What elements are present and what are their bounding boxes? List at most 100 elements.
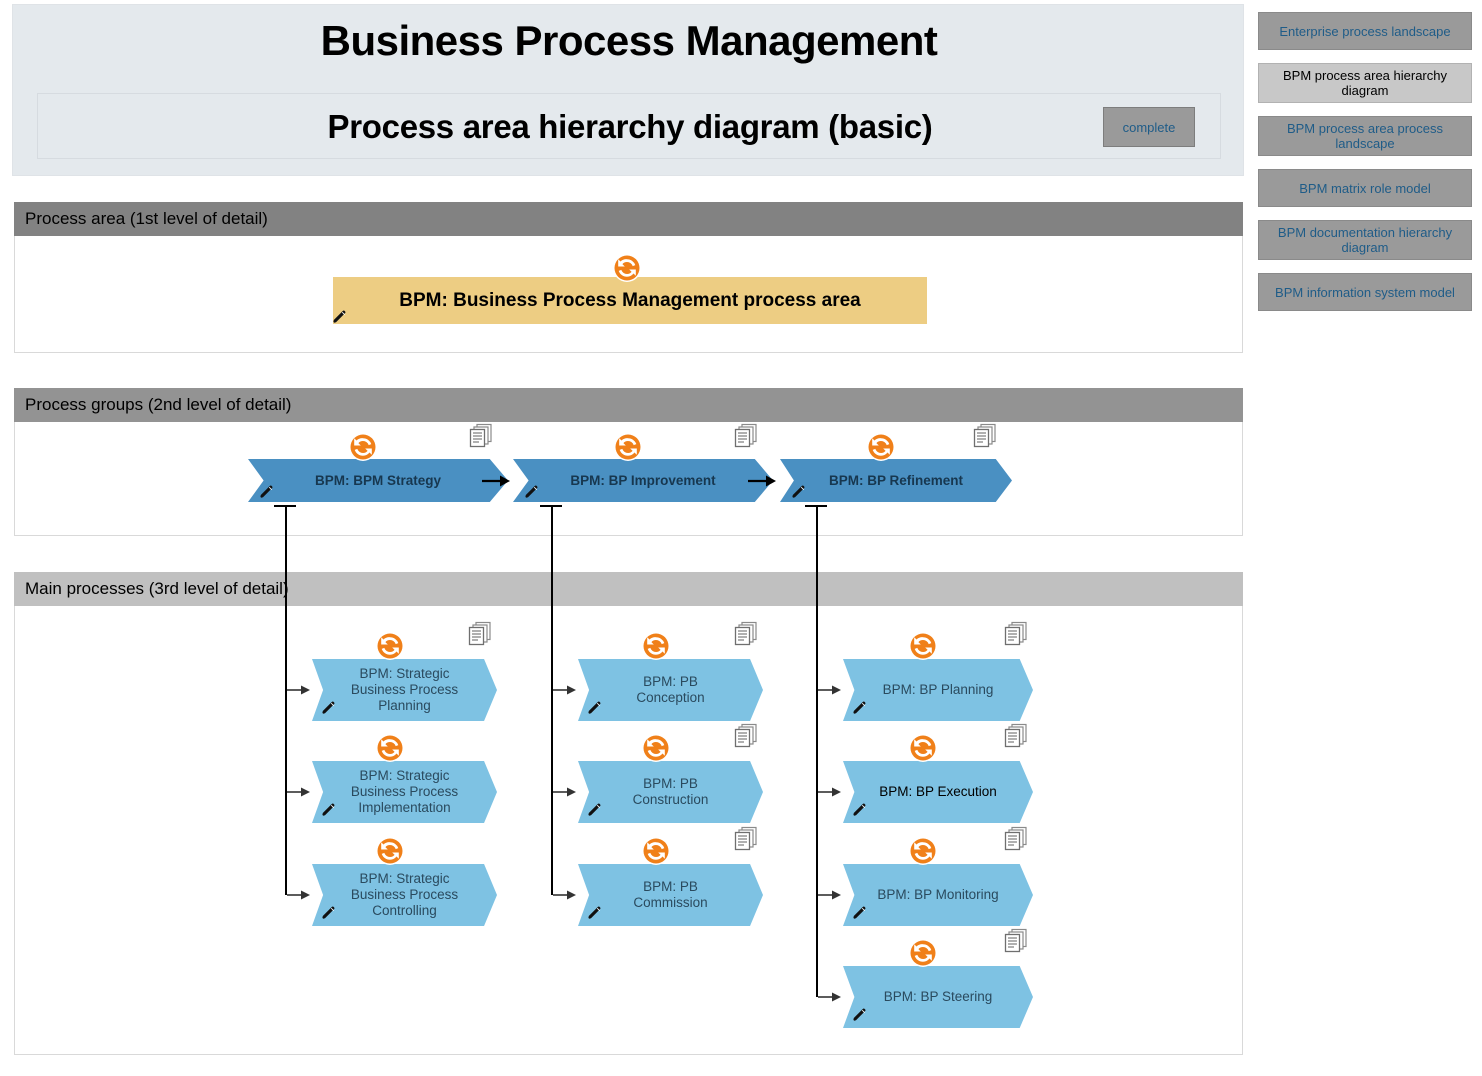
- edit-pencil-icon[interactable]: [853, 803, 867, 817]
- connector-arrow-icon: [818, 990, 841, 1002]
- connector-arrow-icon: [287, 888, 310, 900]
- level3-node-2-1[interactable]: BPM: BP Execution: [843, 761, 1033, 823]
- level3-node-label: BPM: BP Steering: [883, 989, 993, 1004]
- documents-stack-icon: [1003, 928, 1029, 954]
- edit-pencil-icon[interactable]: [333, 310, 347, 324]
- connector-arrow-icon: [553, 785, 576, 797]
- rail-item-label: BPM process area hierarchy diagram: [1282, 68, 1447, 98]
- sync-icon: [641, 631, 671, 661]
- level3-node-2-2[interactable]: BPM: BP Monitoring: [843, 864, 1033, 926]
- documents-stack-icon: [733, 621, 759, 647]
- level3-node-0-0[interactable]: BPM: Strategic Business Process Planning: [312, 659, 497, 721]
- level3-node-1-2[interactable]: BPM: PB Commission: [578, 864, 763, 926]
- edit-pencil-icon[interactable]: [588, 803, 602, 817]
- page-subtitle: Process area hierarchy diagram (basic): [327, 108, 933, 145]
- flow-arrow-icon: [748, 474, 776, 488]
- level3-node-label: BPM: BP Monitoring: [877, 887, 999, 902]
- sync-icon: [908, 836, 938, 866]
- level2-node-0[interactable]: BPM: BPM Strategy: [248, 459, 508, 502]
- edit-pencil-icon[interactable]: [322, 701, 336, 715]
- level3-node-label: BPM: PB Construction: [632, 776, 709, 807]
- connector-arrow-icon: [287, 683, 310, 695]
- documents-stack-icon: [1003, 621, 1029, 647]
- level3-node-0-2[interactable]: BPM: Strategic Business Process Controll…: [312, 864, 497, 926]
- level-3-heading: Main processes (3rd level of detail): [14, 572, 1243, 606]
- connector-arrow-icon: [553, 683, 576, 695]
- sync-icon: [348, 432, 378, 462]
- level1-node-label: BPM: Business Process Management process…: [399, 289, 861, 311]
- edit-pencil-icon[interactable]: [588, 701, 602, 715]
- level-1-heading: Process area (1st level of detail): [14, 202, 1243, 236]
- sync-icon: [375, 733, 405, 763]
- sync-icon: [908, 631, 938, 661]
- documents-stack-icon: [733, 826, 759, 852]
- sync-icon: [613, 432, 643, 462]
- rail-item-label: BPM documentation hierarchy diagram: [1277, 225, 1453, 255]
- rail-item-5[interactable]: BPM information system model: [1258, 273, 1472, 311]
- documents-stack-icon: [468, 423, 494, 449]
- level3-node-label: BPM: BP Execution: [879, 784, 997, 799]
- edit-pencil-icon[interactable]: [322, 906, 336, 920]
- level3-node-0-1[interactable]: BPM: Strategic Business Process Implemen…: [312, 761, 497, 823]
- level3-node-1-1[interactable]: BPM: PB Construction: [578, 761, 763, 823]
- rail-item-4[interactable]: BPM documentation hierarchy diagram: [1258, 220, 1472, 260]
- sync-icon: [375, 836, 405, 866]
- level3-node-label: BPM: Strategic Business Process Planning: [350, 666, 459, 713]
- level2-node-label: BPM: BPM Strategy: [314, 473, 441, 488]
- connector-arrow-icon: [818, 785, 841, 797]
- rail-item-label: BPM process area process landscape: [1286, 121, 1444, 151]
- connector-line: [551, 505, 553, 895]
- connector-arrow-icon: [818, 888, 841, 900]
- status-complete-button[interactable]: complete: [1103, 107, 1195, 147]
- edit-pencil-icon[interactable]: [853, 1008, 867, 1022]
- documents-stack-icon: [733, 423, 759, 449]
- sync-icon: [641, 733, 671, 763]
- subtitle-box: Process area hierarchy diagram (basic) c…: [37, 93, 1221, 159]
- edit-pencil-icon[interactable]: [322, 803, 336, 817]
- edit-pencil-icon[interactable]: [853, 906, 867, 920]
- rail-item-3[interactable]: BPM matrix role model: [1258, 169, 1472, 207]
- rail-item-label: BPM matrix role model: [1299, 180, 1431, 196]
- sync-icon: [375, 631, 405, 661]
- level3-node-label: BPM: Strategic Business Process Controll…: [350, 871, 459, 918]
- level3-node-1-0[interactable]: BPM: PB Conception: [578, 659, 763, 721]
- level3-node-2-3[interactable]: BPM: BP Steering: [843, 966, 1033, 1028]
- documents-stack-icon: [467, 621, 493, 647]
- level3-node-label: BPM: PB Commission: [633, 879, 708, 910]
- connector-arrow-icon: [553, 888, 576, 900]
- sync-icon: [612, 253, 642, 283]
- edit-pencil-icon[interactable]: [588, 906, 602, 920]
- rail-item-label: BPM information system model: [1275, 284, 1455, 300]
- rail-item-0[interactable]: Enterprise process landscape: [1258, 12, 1472, 50]
- edit-pencil-icon[interactable]: [525, 485, 539, 499]
- level2-node-label: BPM: BP Improvement: [570, 473, 716, 488]
- level3-node-label: BPM: BP Planning: [882, 682, 994, 697]
- rail-item-2[interactable]: BPM process area process landscape: [1258, 116, 1472, 156]
- edit-pencil-icon[interactable]: [853, 701, 867, 715]
- edit-pencil-icon[interactable]: [792, 485, 806, 499]
- level3-node-2-0[interactable]: BPM: BP Planning: [843, 659, 1033, 721]
- level1-process-area-node[interactable]: BPM: Business Process Management process…: [333, 277, 927, 324]
- sync-icon: [866, 432, 896, 462]
- connector-arrow-icon: [818, 683, 841, 695]
- level3-node-label: BPM: Strategic Business Process Implemen…: [350, 768, 459, 815]
- sync-icon: [641, 836, 671, 866]
- level2-node-2[interactable]: BPM: BP Refinement: [780, 459, 1012, 502]
- edit-pencil-icon[interactable]: [260, 485, 274, 499]
- level2-node-label: BPM: BP Refinement: [828, 473, 964, 488]
- rail-item-1[interactable]: BPM process area hierarchy diagram: [1258, 63, 1472, 103]
- level2-node-1[interactable]: BPM: BP Improvement: [513, 459, 773, 502]
- documents-stack-icon: [1003, 723, 1029, 749]
- connector-line: [816, 505, 818, 997]
- documents-stack-icon: [972, 423, 998, 449]
- page-title: Business Process Management: [320, 17, 938, 64]
- connector-line: [285, 505, 287, 895]
- connector-arrow-icon: [287, 785, 310, 797]
- title-banner: Business Process Management Process area…: [12, 4, 1244, 176]
- sync-icon: [908, 733, 938, 763]
- documents-stack-icon: [733, 723, 759, 749]
- level-2-heading: Process groups (2nd level of detail): [14, 388, 1243, 422]
- documents-stack-icon: [1003, 826, 1029, 852]
